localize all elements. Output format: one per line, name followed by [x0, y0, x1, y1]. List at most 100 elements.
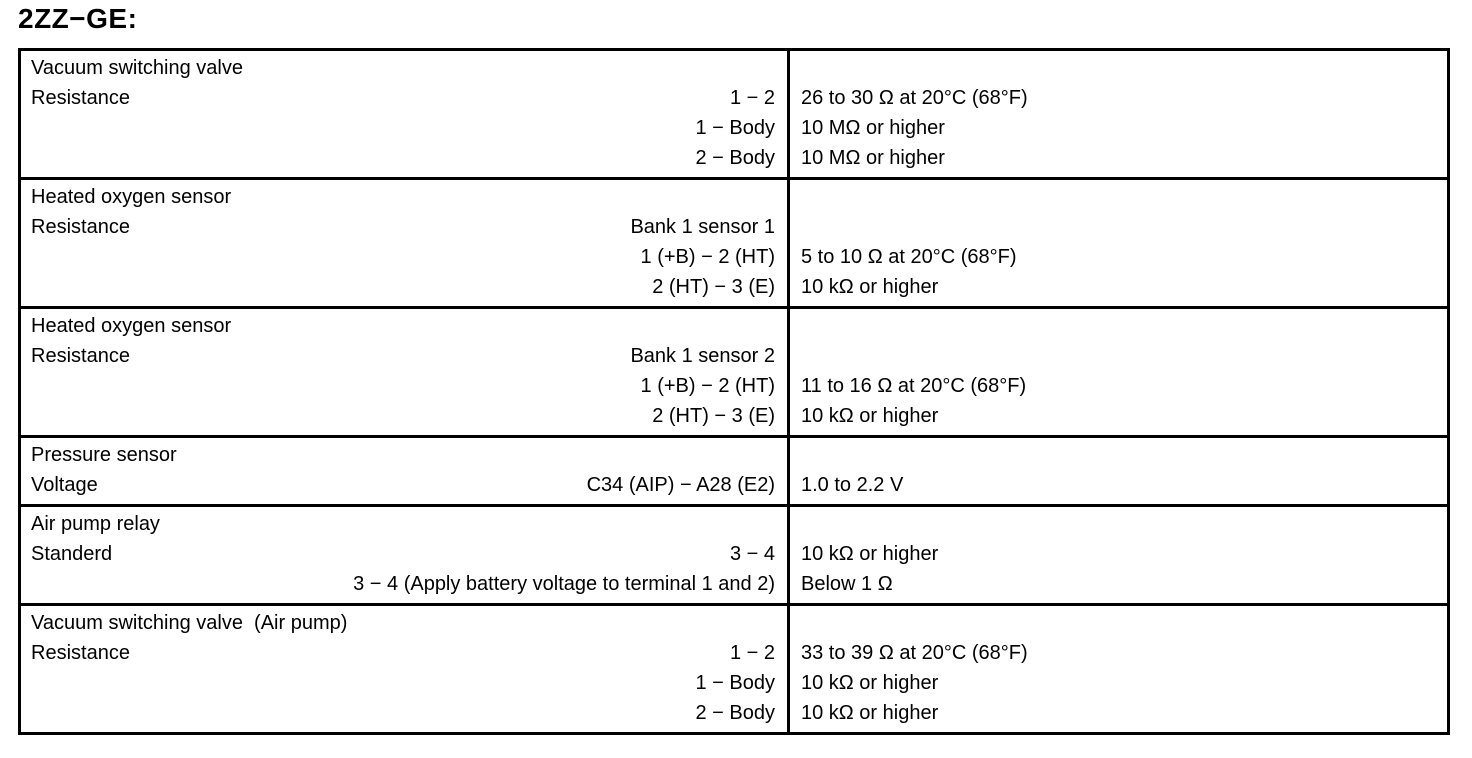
- measurement-label: Voltage: [31, 474, 98, 496]
- value-line: 10 kΩ or higher: [801, 272, 1435, 302]
- value-line: 5 to 10 Ω at 20°C (68°F): [801, 242, 1435, 272]
- table-row-heated-oxygen-sensor-2: Heated oxygen sensor Resistance Bank 1 s…: [21, 306, 1447, 435]
- spec-value: 1.0 to 2.2 V: [801, 474, 904, 496]
- component-name: Heated oxygen sensor: [31, 315, 232, 337]
- value-line: [801, 53, 1435, 83]
- value-cell: 5 to 10 Ω at 20°C (68°F) 10 kΩ or higher: [790, 180, 1447, 306]
- component-name: Vacuum switching valve: [31, 57, 243, 79]
- spec-line: 2 − Body: [31, 143, 775, 173]
- spec-value: 10 kΩ or higher: [801, 276, 939, 298]
- component-name: Pressure sensor: [31, 444, 177, 466]
- terminal-spec: 1 − 2: [729, 87, 775, 109]
- spec-line: Air pump relay: [31, 509, 775, 539]
- spec-value: Below 1 Ω: [801, 573, 893, 595]
- value-line: 1.0 to 2.2 V: [801, 470, 1435, 500]
- spec-line: 1 (+B) − 2 (HT): [31, 371, 775, 401]
- component-cell: Heated oxygen sensor Resistance Bank 1 s…: [21, 309, 790, 435]
- value-line: [801, 341, 1435, 371]
- spec-value: 5 to 10 Ω at 20°C (68°F): [801, 246, 1017, 268]
- value-line: 11 to 16 Ω at 20°C (68°F): [801, 371, 1435, 401]
- table-row-air-pump-relay: Air pump relay Standerd 3 − 4 3 − 4 (App…: [21, 504, 1447, 603]
- spec-value: 11 to 16 Ω at 20°C (68°F): [801, 375, 1027, 397]
- measurement-label: Resistance: [31, 87, 130, 109]
- terminal-spec: 2 (HT) − 3 (E): [652, 276, 775, 298]
- value-cell: 26 to 30 Ω at 20°C (68°F) 10 MΩ or highe…: [790, 51, 1447, 177]
- terminal-spec: 1 − Body: [695, 117, 775, 139]
- value-line: [801, 509, 1435, 539]
- spec-value: 10 kΩ or higher: [801, 405, 939, 427]
- terminal-spec: 1 (+B) − 2 (HT): [640, 375, 775, 397]
- value-line: 10 kΩ or higher: [801, 668, 1435, 698]
- spec-line: 1 − Body: [31, 668, 775, 698]
- spec-value: 10 MΩ or higher: [801, 117, 945, 139]
- value-cell: 10 kΩ or higher Below 1 Ω: [790, 507, 1447, 603]
- component-cell: Heated oxygen sensor Resistance Bank 1 s…: [21, 180, 790, 306]
- terminal-spec: Bank 1 sensor 1: [630, 216, 775, 238]
- spec-value: 10 kΩ or higher: [801, 702, 939, 724]
- value-line: [801, 608, 1435, 638]
- value-line: 10 kΩ or higher: [801, 539, 1435, 569]
- spec-value: 10 kΩ or higher: [801, 672, 939, 694]
- value-line: 10 MΩ or higher: [801, 143, 1435, 173]
- measurement-label: Resistance: [31, 345, 130, 367]
- spec-line: Standerd 3 − 4: [31, 539, 775, 569]
- value-line: 10 kΩ or higher: [801, 401, 1435, 431]
- spec-line: 2 (HT) − 3 (E): [31, 401, 775, 431]
- spec-line: Vacuum switching valve (Air pump): [31, 608, 775, 638]
- spec-line: 2 − Body: [31, 698, 775, 728]
- value-line: [801, 311, 1435, 341]
- spec-line: Voltage C34 (AIP) − A28 (E2): [31, 470, 775, 500]
- terminal-spec: 3 − 4: [729, 543, 775, 565]
- measurement-label: Resistance: [31, 216, 130, 238]
- value-line: 10 kΩ or higher: [801, 698, 1435, 728]
- terminal-spec: 1 − Body: [695, 672, 775, 694]
- component-cell: Air pump relay Standerd 3 − 4 3 − 4 (App…: [21, 507, 790, 603]
- component-cell: Pressure sensor Voltage C34 (AIP) − A28 …: [21, 438, 790, 504]
- value-line: [801, 182, 1435, 212]
- table-row-vacuum-switching-valve: Vacuum switching valve Resistance 1 − 2 …: [21, 51, 1447, 177]
- value-cell: 1.0 to 2.2 V: [790, 438, 1447, 504]
- spec-value: 10 kΩ or higher: [801, 543, 939, 565]
- table-row-heated-oxygen-sensor-1: Heated oxygen sensor Resistance Bank 1 s…: [21, 177, 1447, 306]
- value-line: 33 to 39 Ω at 20°C (68°F): [801, 638, 1435, 668]
- component-name: Vacuum switching valve (Air pump): [31, 612, 348, 634]
- terminal-spec: 1 − 2: [729, 642, 775, 664]
- terminal-spec: 2 (HT) − 3 (E): [652, 405, 775, 427]
- measurement-label: Standerd: [31, 543, 113, 565]
- spec-line: 3 − 4 (Apply battery voltage to terminal…: [31, 569, 775, 599]
- terminal-spec: 3 − 4 (Apply battery voltage to terminal…: [353, 573, 775, 595]
- component-cell: Vacuum switching valve (Air pump) Resist…: [21, 606, 790, 732]
- spec-value: 10 MΩ or higher: [801, 147, 945, 169]
- value-line: [801, 440, 1435, 470]
- spec-line: Resistance Bank 1 sensor 2: [31, 341, 775, 371]
- value-line: Below 1 Ω: [801, 569, 1435, 599]
- component-cell: Vacuum switching valve Resistance 1 − 2 …: [21, 51, 790, 177]
- value-line: 26 to 30 Ω at 20°C (68°F): [801, 83, 1435, 113]
- spec-line: Heated oxygen sensor: [31, 182, 775, 212]
- value-line: 10 MΩ or higher: [801, 113, 1435, 143]
- spec-line: 1 − Body: [31, 113, 775, 143]
- terminal-spec: 1 (+B) − 2 (HT): [640, 246, 775, 268]
- spec-line: Resistance Bank 1 sensor 1: [31, 212, 775, 242]
- table-row-pressure-sensor: Pressure sensor Voltage C34 (AIP) − A28 …: [21, 435, 1447, 504]
- table-row-vacuum-switching-valve-air-pump: Vacuum switching valve (Air pump) Resist…: [21, 603, 1447, 732]
- page-title: 2ZZ−GE:: [18, 3, 138, 34]
- spec-value: 26 to 30 Ω at 20°C (68°F): [801, 87, 1028, 109]
- spec-line: Heated oxygen sensor: [31, 311, 775, 341]
- spec-line: Pressure sensor: [31, 440, 775, 470]
- spec-line: 2 (HT) − 3 (E): [31, 272, 775, 302]
- value-cell: 33 to 39 Ω at 20°C (68°F) 10 kΩ or highe…: [790, 606, 1447, 732]
- terminal-spec: 2 − Body: [695, 702, 775, 724]
- spec-line: Resistance 1 − 2: [31, 638, 775, 668]
- value-line: [801, 212, 1435, 242]
- terminal-spec: C34 (AIP) − A28 (E2): [586, 474, 775, 496]
- value-cell: 11 to 16 Ω at 20°C (68°F) 10 kΩ or highe…: [790, 309, 1447, 435]
- spec-table: Vacuum switching valve Resistance 1 − 2 …: [18, 48, 1450, 735]
- terminal-spec: Bank 1 sensor 2: [630, 345, 775, 367]
- terminal-spec: 2 − Body: [695, 147, 775, 169]
- spec-line: 1 (+B) − 2 (HT): [31, 242, 775, 272]
- spec-value: 33 to 39 Ω at 20°C (68°F): [801, 642, 1028, 664]
- component-name: Heated oxygen sensor: [31, 186, 232, 208]
- spec-line: Vacuum switching valve: [31, 53, 775, 83]
